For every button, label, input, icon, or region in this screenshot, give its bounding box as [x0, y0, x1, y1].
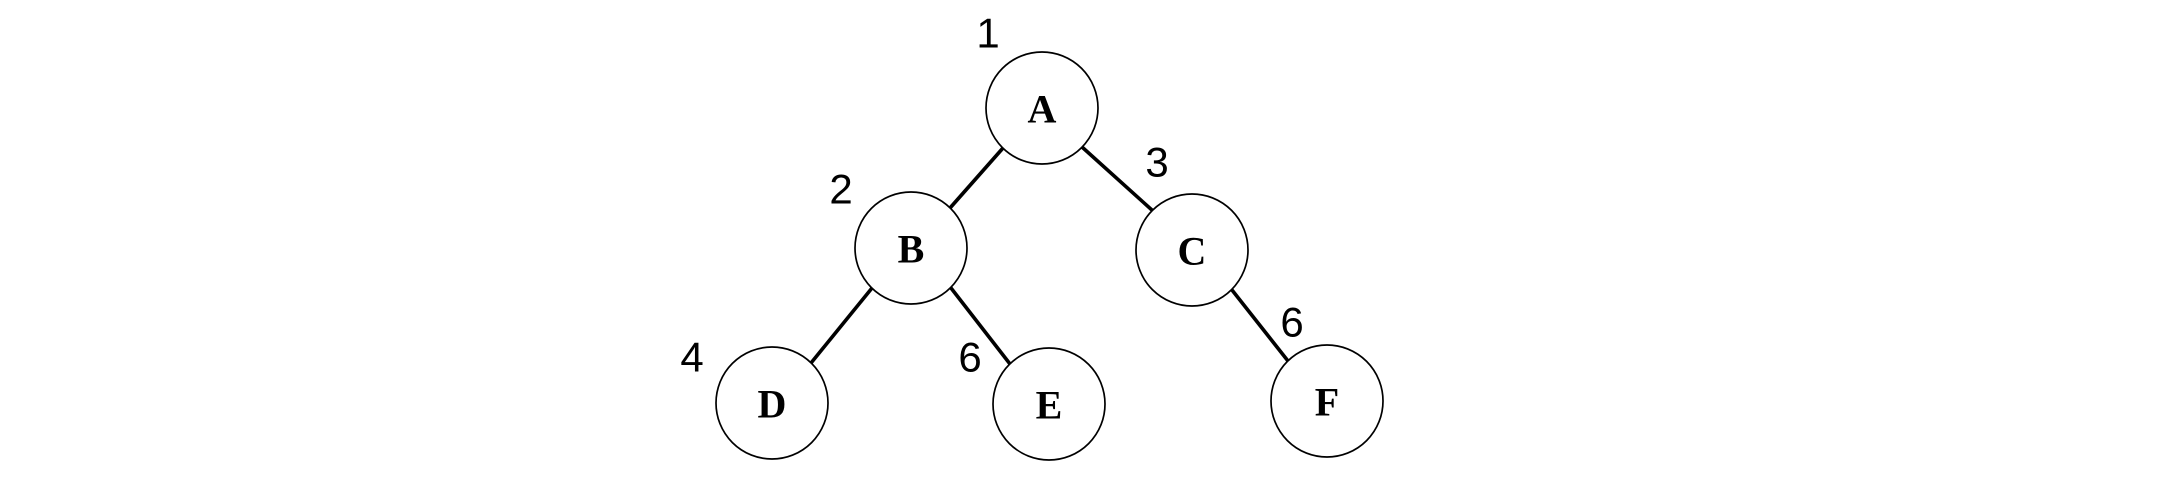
tree-edge-c-f [1230, 288, 1290, 363]
node-circle-c[interactable] [1135, 193, 1249, 307]
edge-weight-label-b: 2 [829, 166, 852, 213]
node-circle-f[interactable] [1270, 344, 1384, 458]
node-circle-d[interactable] [715, 346, 829, 460]
tree-edge-b-e [949, 286, 1012, 366]
node-circle-a[interactable] [985, 51, 1099, 165]
tree-edge-b-d [809, 286, 874, 365]
edge-weight-label-d: 4 [680, 334, 703, 381]
tree-node-b[interactable]: B [854, 191, 968, 305]
node-label-c: C [1178, 229, 1207, 274]
node-label-d: D [758, 382, 787, 427]
edge-weight-label-a: 1 [976, 10, 999, 57]
edge-weight-label-f: 6 [1280, 299, 1303, 346]
tree-edge-a-b [948, 146, 1005, 210]
node-label-f: F [1315, 380, 1339, 425]
node-label-b: B [898, 227, 925, 272]
nodes-group: A B C D E F [715, 51, 1384, 461]
tree-node-f[interactable]: F [1270, 344, 1384, 458]
edges-group [809, 145, 1290, 366]
node-circle-e[interactable] [992, 347, 1106, 461]
tree-node-e[interactable]: E [992, 347, 1106, 461]
edge-weight-label-c: 3 [1145, 139, 1168, 186]
edge-labels-group: 1 2 3 4 6 6 [680, 10, 1303, 381]
tree-node-d[interactable]: D [715, 346, 829, 460]
node-label-a: A [1028, 87, 1057, 132]
tree-node-a[interactable]: A [985, 51, 1099, 165]
node-label-e: E [1036, 383, 1063, 428]
node-circle-b[interactable] [854, 191, 968, 305]
edge-weight-label-e: 6 [958, 334, 981, 381]
tree-node-c[interactable]: C [1135, 193, 1249, 307]
tree-edge-a-c [1080, 145, 1155, 213]
